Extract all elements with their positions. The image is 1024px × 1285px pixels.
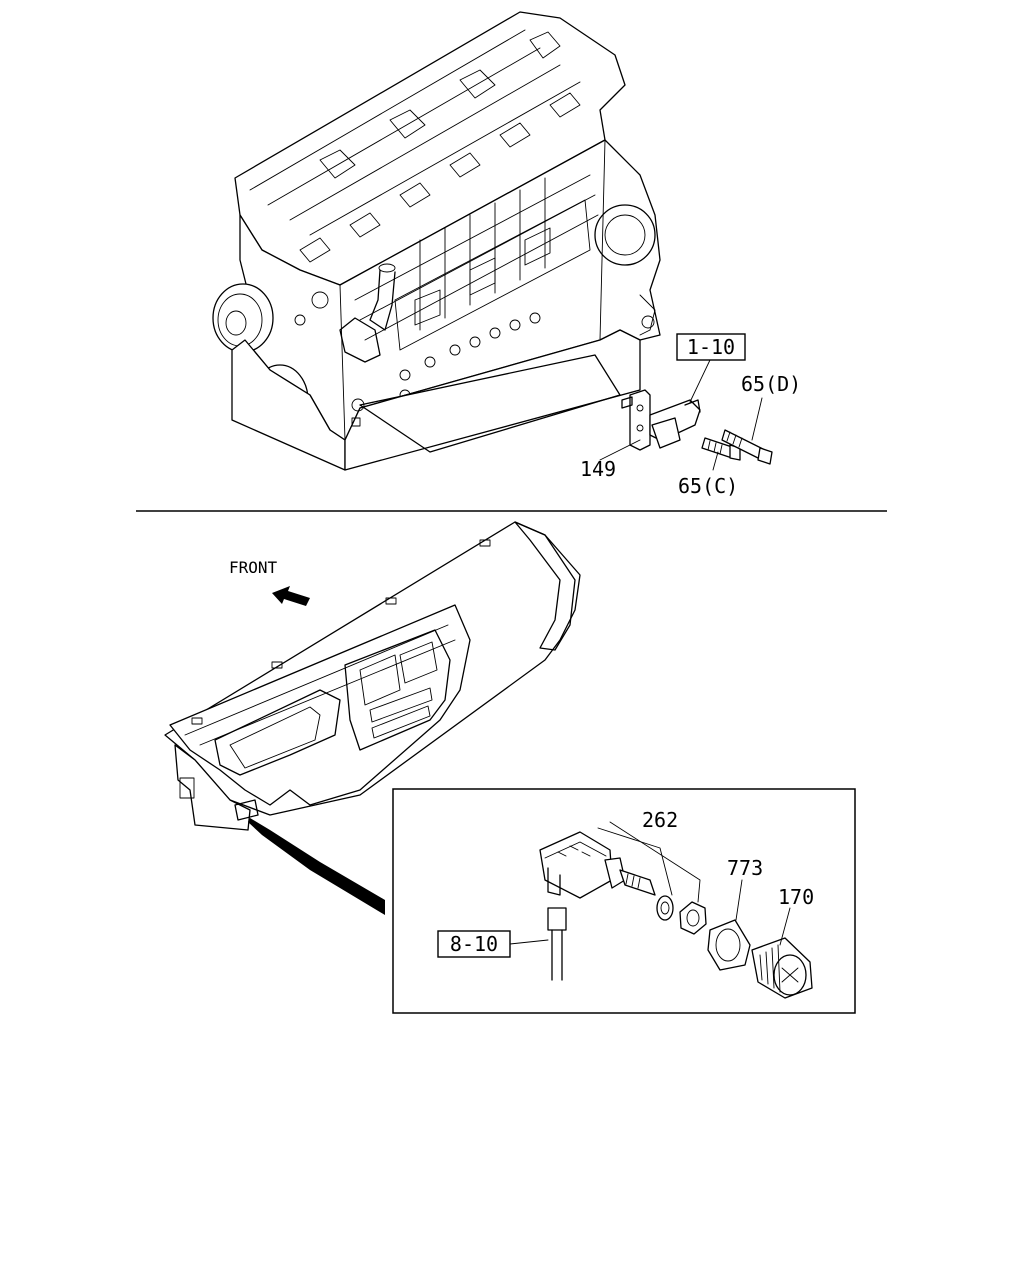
detail-connector <box>248 818 385 915</box>
nut <box>679 901 707 935</box>
bracket-149 <box>621 389 651 451</box>
part-label-170: 170 <box>778 885 814 909</box>
dashboard <box>164 521 581 831</box>
part-773 <box>707 919 751 971</box>
engine-block <box>212 11 661 471</box>
knob-170 <box>751 937 813 999</box>
callout-8-10: 8-10 <box>437 930 511 958</box>
part-label-149: 149 <box>580 457 616 481</box>
switch-262 <box>539 831 656 899</box>
ref-label-8-10: 8-10 <box>450 932 498 956</box>
direction-label-front: FRONT <box>229 558 278 577</box>
callout-1-10: 1-10 <box>676 333 746 361</box>
part-label-773: 773 <box>727 856 763 880</box>
part-label-65c: 65(C) <box>678 474 738 498</box>
sensor-assembly <box>649 399 701 449</box>
front-arrow-icon <box>272 586 310 606</box>
washer <box>656 895 674 921</box>
harness-connector <box>509 907 567 981</box>
bolt-65c <box>701 437 741 461</box>
part-label-262: 262 <box>642 808 678 832</box>
ref-label-1-10: 1-10 <box>687 335 735 359</box>
bolt-65d <box>721 429 773 465</box>
part-label-65d: 65(D) <box>741 372 801 396</box>
